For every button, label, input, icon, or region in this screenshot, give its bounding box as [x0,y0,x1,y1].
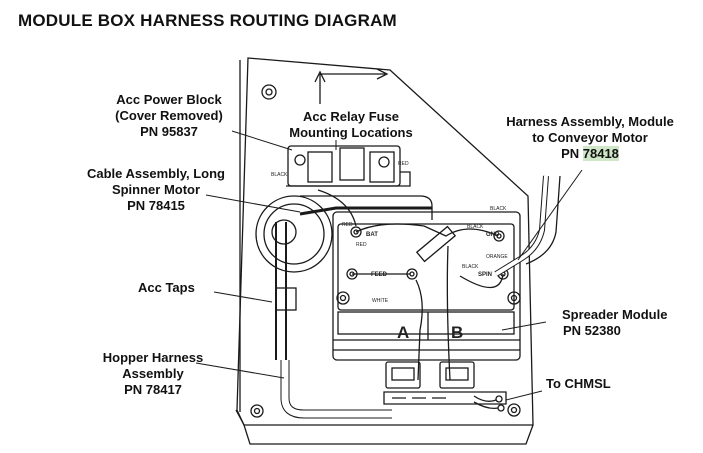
connector-b-label: B [451,323,463,342]
terminal-label-bat: BAT [366,232,378,238]
wire-label-black-lower: BLACK [462,264,479,270]
callout-line: Assembly [122,366,184,381]
connector-a [385,361,421,389]
connector-b [439,361,475,389]
wire-label-orange: ORANGE [486,254,508,260]
callout-spreader-module: Spreader Module PN 52380 [562,307,667,339]
callout-acc-relay-fuse: Acc Relay Fuse Mounting Locations [276,109,426,141]
hopper-harness [280,360,392,419]
wire-label-white: WHITE [372,298,389,304]
callout-to-chmsl: To CHMSL [546,376,611,392]
callout-harness-module: Harness Assembly, Module to Conveyor Mot… [490,114,690,162]
callout-line: Harness Assembly, Module [506,114,674,129]
wire-label-black-top: BLACK [271,172,288,178]
callout-line: PN 78415 [127,198,185,213]
inline-fuse [415,225,457,263]
terminal-label-feed: FEED [371,272,388,278]
callout-line: PN 52380 [563,323,621,338]
callout-hopper-harness: Hopper Harness Assembly PN 78417 [78,350,228,398]
callout-cable-assembly: Cable Assembly, Long Spinner Motor PN 78… [74,166,238,214]
callout-line: To CHMSL [546,376,611,391]
highlighted-part-number: 78418 [582,146,619,161]
wire-label-black-mid: BLACK [467,224,484,230]
terminal-label-spin: SPIN [478,272,492,278]
wire-label-black-right: BLACK [490,206,507,212]
callout-line: to Conveyor Motor [532,130,648,145]
callout-acc-power-block: Acc Power Block (Cover Removed) PN 95837 [102,92,236,140]
harness-grommet [255,195,333,273]
part-number-prefix: PN [561,146,583,161]
orientation-arrow-icon [314,68,389,104]
callout-line: (Cover Removed) [115,108,223,123]
callout-line: Hopper Harness [102,350,204,365]
callout-line: Mounting Locations [289,125,413,140]
callout-acc-taps: Acc Taps [138,280,195,296]
page-title: MODULE BOX HARNESS ROUTING DIAGRAM [18,11,397,30]
callout-line: Spinner Motor [111,182,201,197]
acc-taps [275,287,297,311]
callout-line: PN 78417 [124,382,182,397]
wire-label-red-top: RED [398,161,409,167]
callout-line: Acc Taps [138,280,195,295]
callout-line: Spreader Module [562,307,668,322]
callout-line: Cable Assembly, Long [87,166,225,181]
callout-line: PN 95837 [140,124,198,139]
wire-label-red-mid: RED [356,242,367,248]
spreader-module [332,211,521,361]
connector-a-label: A [397,323,409,342]
callout-line: Acc Relay Fuse [302,109,400,124]
wire-label-red-left: RED [342,222,353,228]
terminal-label-gnd: GND [486,232,500,238]
callout-line: PN 78418 [490,146,690,162]
callout-line: Acc Power Block [116,92,222,107]
